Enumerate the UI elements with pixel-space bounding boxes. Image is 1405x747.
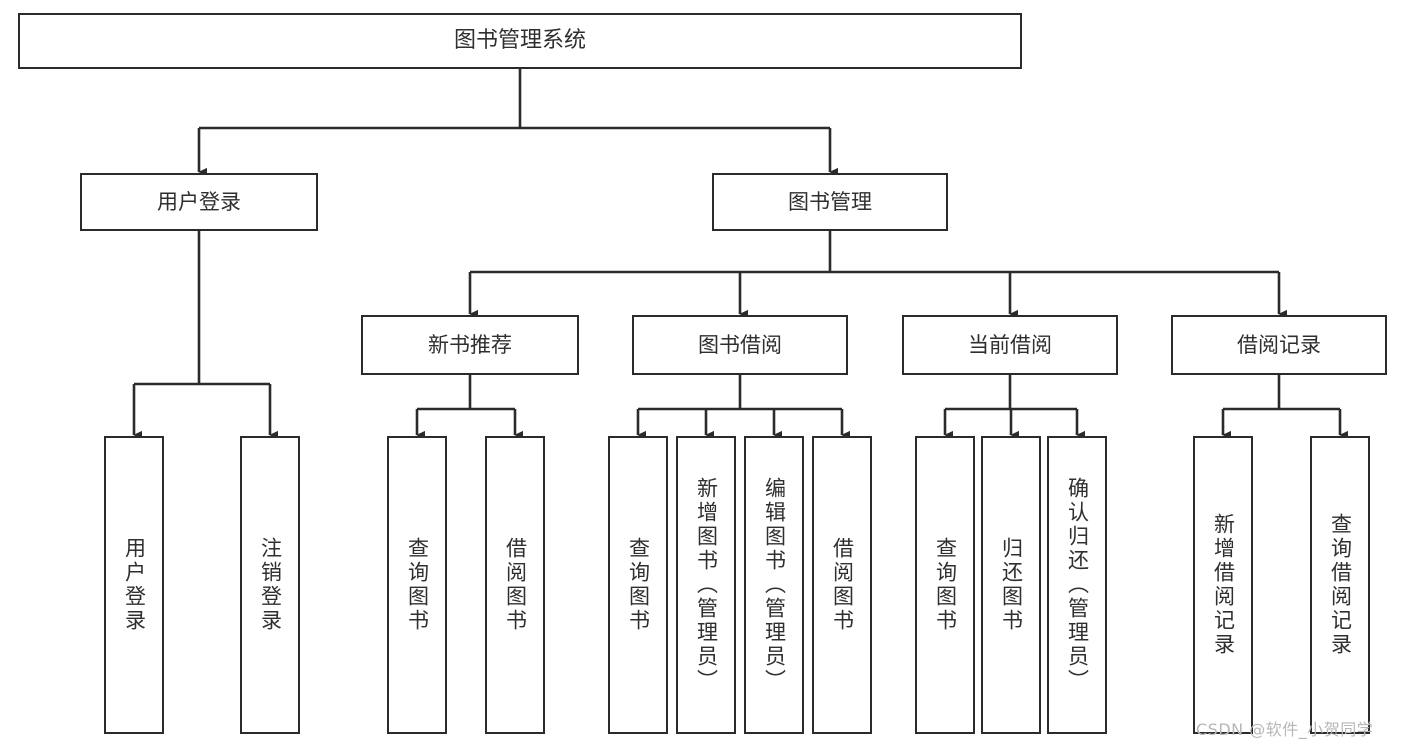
leaf-node-6: 编辑图书（管理员） — [744, 436, 804, 734]
leaf-node-8: 查询图书 — [915, 436, 975, 734]
level2-node-0: 用户登录 — [80, 173, 318, 231]
node-label: 注销登录 — [258, 537, 283, 633]
node-label: 查询图书 — [933, 537, 958, 633]
leaf-node-7: 借阅图书 — [812, 436, 872, 734]
leaf-node-11: 新增借阅记录 — [1193, 436, 1253, 734]
node-label: 图书管理 — [788, 189, 872, 214]
leaf-node-9: 归还图书 — [981, 436, 1041, 734]
leaf-node-5: 新增图书（管理员） — [676, 436, 736, 734]
node-label: 查询借阅记录 — [1328, 513, 1353, 657]
csdn-watermark: CSDN @软件_小贺同学 — [1196, 720, 1374, 739]
node-label: 用户登录 — [122, 537, 147, 633]
leaf-node-0: 用户登录 — [104, 436, 164, 734]
leaf-node-2: 查询图书 — [387, 436, 447, 734]
node-label: 归还图书 — [999, 537, 1024, 633]
node-label: 图书管理系统 — [453, 28, 586, 54]
node-label: 新增借阅记录 — [1211, 513, 1236, 657]
node-label: 新书推荐 — [428, 332, 512, 357]
leaf-node-10: 确认归还（管理员） — [1047, 436, 1107, 734]
leaf-node-1: 注销登录 — [240, 436, 300, 734]
node-label: 新增图书（管理员） — [694, 477, 719, 693]
leaf-node-12: 查询借阅记录 — [1310, 436, 1370, 734]
level3-node-1: 图书借阅 — [632, 315, 848, 375]
node-label: 借阅图书 — [503, 537, 528, 633]
root-node-book-management-system: 图书管理系统 — [18, 13, 1022, 69]
leaf-node-4: 查询图书 — [608, 436, 668, 734]
node-label: 确认归还（管理员） — [1065, 477, 1090, 693]
node-label: 编辑图书（管理员） — [762, 477, 787, 693]
node-label: 用户登录 — [157, 189, 241, 214]
node-label: 当前借阅 — [968, 332, 1052, 357]
level3-node-0: 新书推荐 — [361, 315, 579, 375]
level2-node-1: 图书管理 — [712, 173, 948, 231]
node-label: 借阅图书 — [830, 537, 855, 633]
level3-node-3: 借阅记录 — [1171, 315, 1387, 375]
node-label: 图书借阅 — [698, 332, 782, 357]
node-label: 查询图书 — [405, 537, 430, 633]
node-label: 借阅记录 — [1237, 332, 1321, 357]
level3-node-2: 当前借阅 — [902, 315, 1118, 375]
node-label: 查询图书 — [626, 537, 651, 633]
leaf-node-3: 借阅图书 — [485, 436, 545, 734]
